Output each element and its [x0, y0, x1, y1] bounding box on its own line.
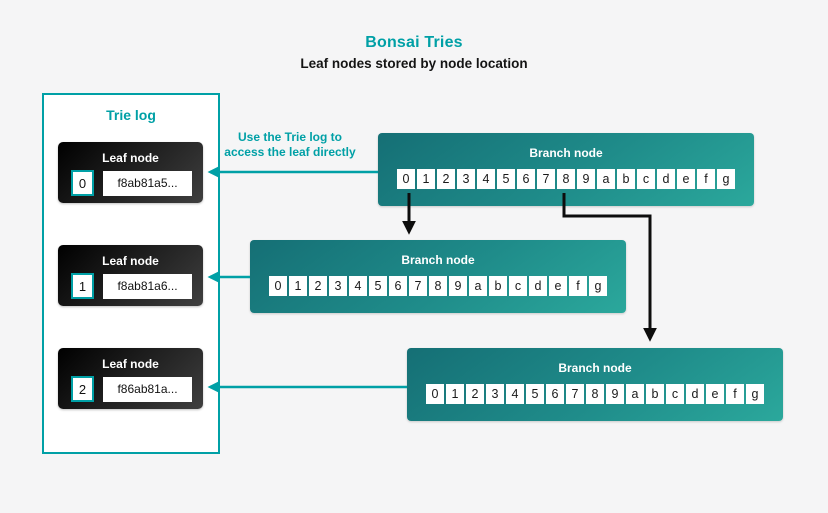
branch-cell: d [686, 384, 704, 404]
branch-cell: 6 [546, 384, 564, 404]
branch-cell: 7 [537, 169, 555, 189]
branch-cell: b [617, 169, 635, 189]
leaf-node-card-2: Leaf node 2 f86ab81a... [58, 348, 203, 409]
branch-cell: 1 [446, 384, 464, 404]
branch-cell: d [657, 169, 675, 189]
branch-cell: e [549, 276, 567, 296]
leaf-hash-value: f8ab81a5... [103, 170, 192, 196]
leaf-node-label: Leaf node [102, 254, 159, 268]
branch-cell: b [646, 384, 664, 404]
branch-cell: f [697, 169, 715, 189]
branch-cell: d [529, 276, 547, 296]
branch-cell: a [597, 169, 615, 189]
leaf-node-card-1: Leaf node 1 f8ab81a6... [58, 245, 203, 306]
branch-cell: 4 [506, 384, 524, 404]
diagram-subtitle: Leaf nodes stored by node location [300, 56, 528, 71]
annotation-line1: Use the Trie log to [237, 130, 342, 144]
branch-cell: f [726, 384, 744, 404]
branch-cell: 5 [497, 169, 515, 189]
leaf-node-row: 1 f8ab81a6... [71, 273, 192, 299]
branch-cell: 0 [269, 276, 287, 296]
trie-log-title: Trie log [106, 107, 156, 123]
branch-cell: e [677, 169, 695, 189]
annotation-line2: access the leaf directly [224, 145, 356, 159]
branch-cell: c [666, 384, 684, 404]
branch-node-label: Branch node [558, 361, 632, 375]
branch-cell: g [746, 384, 764, 404]
branch-cell: 2 [437, 169, 455, 189]
branch-cell: b [489, 276, 507, 296]
diagram-title: Bonsai Tries [365, 34, 463, 51]
leaf-index-cell: 2 [71, 376, 94, 402]
diagram-header: Bonsai Tries Leaf nodes stored by node l… [0, 34, 828, 71]
branch-cell: 8 [586, 384, 604, 404]
branch-cell: c [637, 169, 655, 189]
branch-cell: 9 [577, 169, 595, 189]
branch-cell: 5 [369, 276, 387, 296]
branch-cell: 6 [389, 276, 407, 296]
leaf-node-label: Leaf node [102, 151, 159, 165]
branch-cell: a [626, 384, 644, 404]
branch-cell: 8 [557, 169, 575, 189]
branch-cell: 6 [517, 169, 535, 189]
branch-cell: 2 [309, 276, 327, 296]
branch-cell: 7 [409, 276, 427, 296]
branch-cell: 8 [429, 276, 447, 296]
leaf-node-card-0: Leaf node 0 f8ab81a5... [58, 142, 203, 203]
leaf-index-cell: 0 [71, 170, 94, 196]
branch-cell: 7 [566, 384, 584, 404]
leaf-node-row: 0 f8ab81a5... [71, 170, 192, 196]
annotation-use-trie-log: Use the Trie log to access the leaf dire… [210, 130, 370, 160]
branch-cell: g [717, 169, 735, 189]
branch-cell: a [469, 276, 487, 296]
branch-node-label: Branch node [401, 253, 475, 267]
leaf-hash-value: f8ab81a6... [103, 273, 192, 299]
branch-cell: 3 [457, 169, 475, 189]
leaf-node-row: 2 f86ab81a... [71, 376, 192, 402]
branch-cell: 4 [349, 276, 367, 296]
branch-cell: e [706, 384, 724, 404]
branch-cell: 2 [466, 384, 484, 404]
branch-cell: g [589, 276, 607, 296]
leaf-hash-value: f86ab81a... [103, 376, 192, 402]
branch-cell: 1 [289, 276, 307, 296]
branch-cell: c [509, 276, 527, 296]
branch-cell: f [569, 276, 587, 296]
branch-cell: 9 [606, 384, 624, 404]
leaf-node-label: Leaf node [102, 357, 159, 371]
branch-cell: 3 [486, 384, 504, 404]
branch-cell: 9 [449, 276, 467, 296]
branch-cell: 0 [426, 384, 444, 404]
branch-cell: 0 [397, 169, 415, 189]
branch-cell: 1 [417, 169, 435, 189]
branch-node-label: Branch node [529, 146, 603, 160]
branch-cell: 3 [329, 276, 347, 296]
branch-cell: 5 [526, 384, 544, 404]
leaf-index-cell: 1 [71, 273, 94, 299]
branch-cell: 4 [477, 169, 495, 189]
